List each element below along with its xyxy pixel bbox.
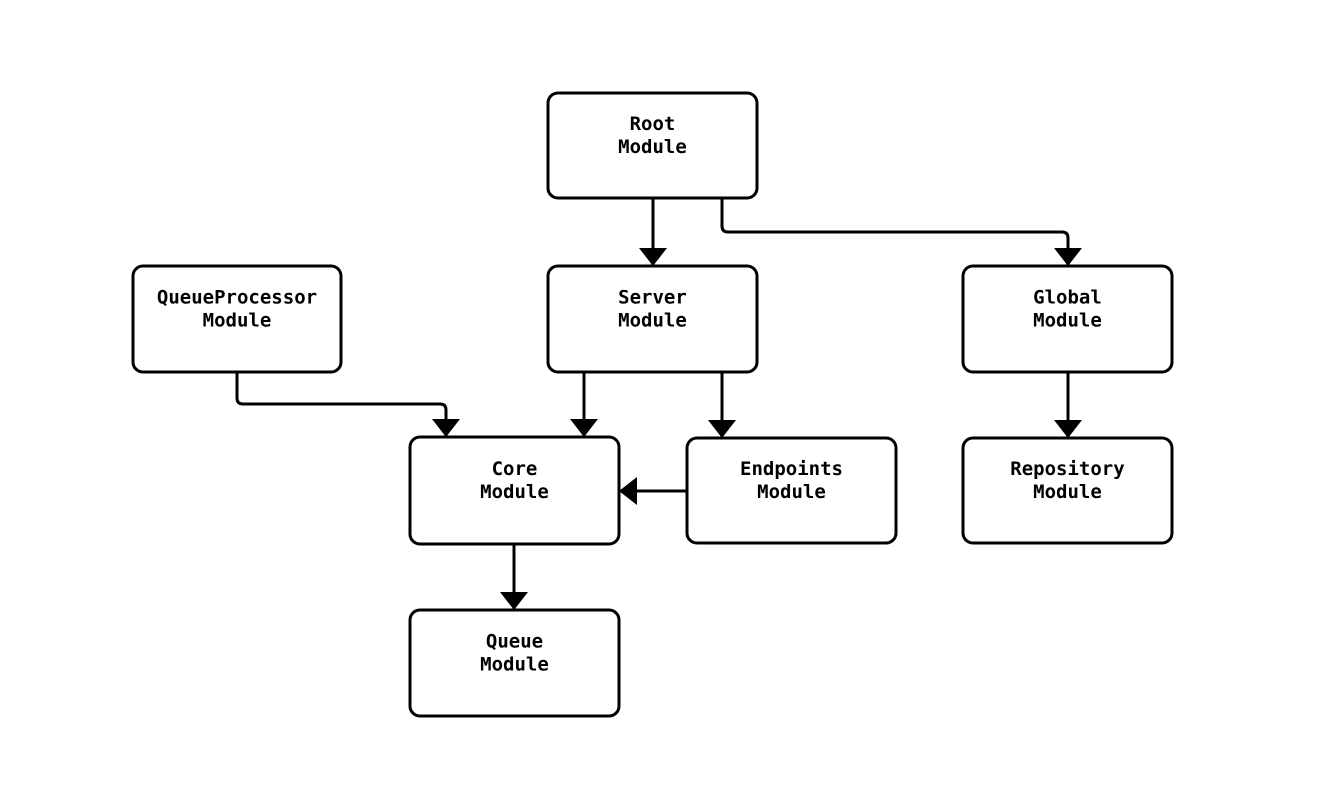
edge-endpoints-module-to-core-module — [619, 477, 687, 505]
arrowhead-icon — [619, 477, 637, 505]
node-box — [685, 436, 898, 545]
edge-global-module-to-repository-module — [1054, 372, 1082, 438]
node-box — [546, 264, 759, 374]
edge-server-module-to-endpoints-module — [708, 372, 736, 438]
node-label-line: Root — [630, 113, 676, 135]
node-box — [408, 608, 621, 718]
edge-server-module-to-core-module — [570, 372, 598, 437]
node-label-line: Core — [492, 458, 538, 480]
arrowhead-icon — [500, 592, 528, 610]
node-box — [961, 436, 1174, 545]
node-label-line: Repository — [1010, 458, 1124, 480]
arrowhead-icon — [570, 419, 598, 437]
edge-queueprocessor-module-to-core-module — [235, 372, 460, 437]
arrowhead-icon — [432, 419, 460, 437]
node-label-line: Module — [618, 310, 687, 332]
node-box — [131, 264, 343, 374]
node-label-line: Global — [1033, 287, 1102, 309]
edge-core-module-to-queue-module — [500, 544, 528, 610]
node-label-line: Module — [757, 481, 826, 503]
node-label-line: Module — [618, 136, 687, 158]
arrowhead-icon — [1054, 420, 1082, 438]
node-label-line: Server — [618, 287, 687, 309]
node-label-line: Endpoints — [740, 458, 843, 480]
node-label-line: Module — [203, 310, 272, 332]
node-box — [546, 91, 759, 200]
node-label-line: Module — [1033, 310, 1102, 332]
edge-root-module-to-server-module — [639, 198, 667, 266]
edge-root-module-to-global-module — [720, 198, 1082, 266]
edge-line — [720, 198, 1070, 266]
node-box — [961, 264, 1174, 374]
arrowhead-icon — [639, 248, 667, 266]
node-label-line: Module — [480, 654, 549, 676]
node-label-line: QueueProcessor — [157, 287, 317, 309]
arrowhead-icon — [1054, 248, 1082, 266]
node-label-line: Module — [480, 481, 549, 503]
node-box — [408, 435, 621, 546]
node-label-line: Module — [1033, 481, 1102, 503]
edge-line — [235, 372, 448, 437]
arrowhead-icon — [708, 420, 736, 438]
node-label-line: Queue — [486, 631, 543, 653]
